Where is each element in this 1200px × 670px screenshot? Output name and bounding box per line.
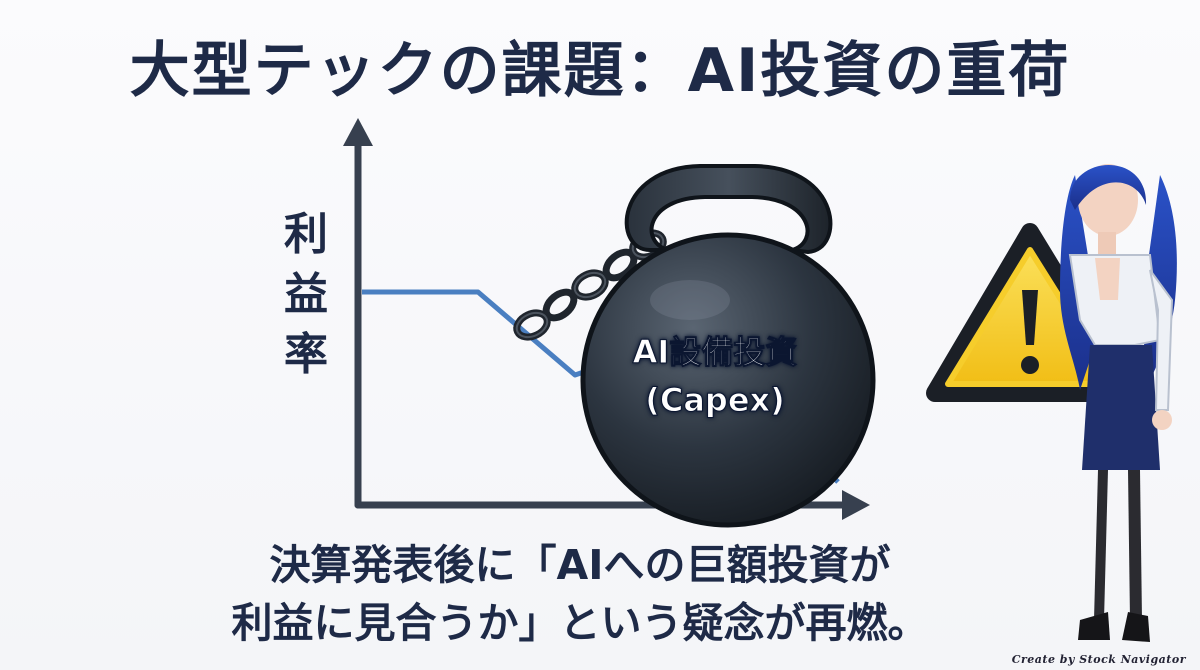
y-axis-label-char: 益 xyxy=(284,269,328,320)
y-axis-label-char: 利 xyxy=(284,209,328,260)
presenter-illustration xyxy=(1060,164,1177,642)
caption: 決算発表後に「AIへの巨額投資が 利益に見合うか」という疑念が再燃。 xyxy=(140,536,1020,652)
page-title: 大型テックの課題：AI投資の重荷 xyxy=(129,36,1071,106)
caption-line2: 利益に見合うか」という疑念が再燃。 xyxy=(231,599,929,647)
y-axis-label-char: 率 xyxy=(284,329,328,380)
kettlebell-label: AI設備投資 (Capex) xyxy=(595,328,835,424)
credit-text: Create by Stock Navigator xyxy=(1011,653,1186,666)
kettlebell-icon xyxy=(580,164,876,528)
kettlebell-label-line1: AI設備投資 xyxy=(632,333,798,372)
caption-line1: 決算発表後に「AIへの巨額投資が xyxy=(269,541,891,589)
y-axis-label: 利 益 率 xyxy=(282,205,330,385)
kettlebell-label-line2: (Capex) xyxy=(645,381,786,420)
